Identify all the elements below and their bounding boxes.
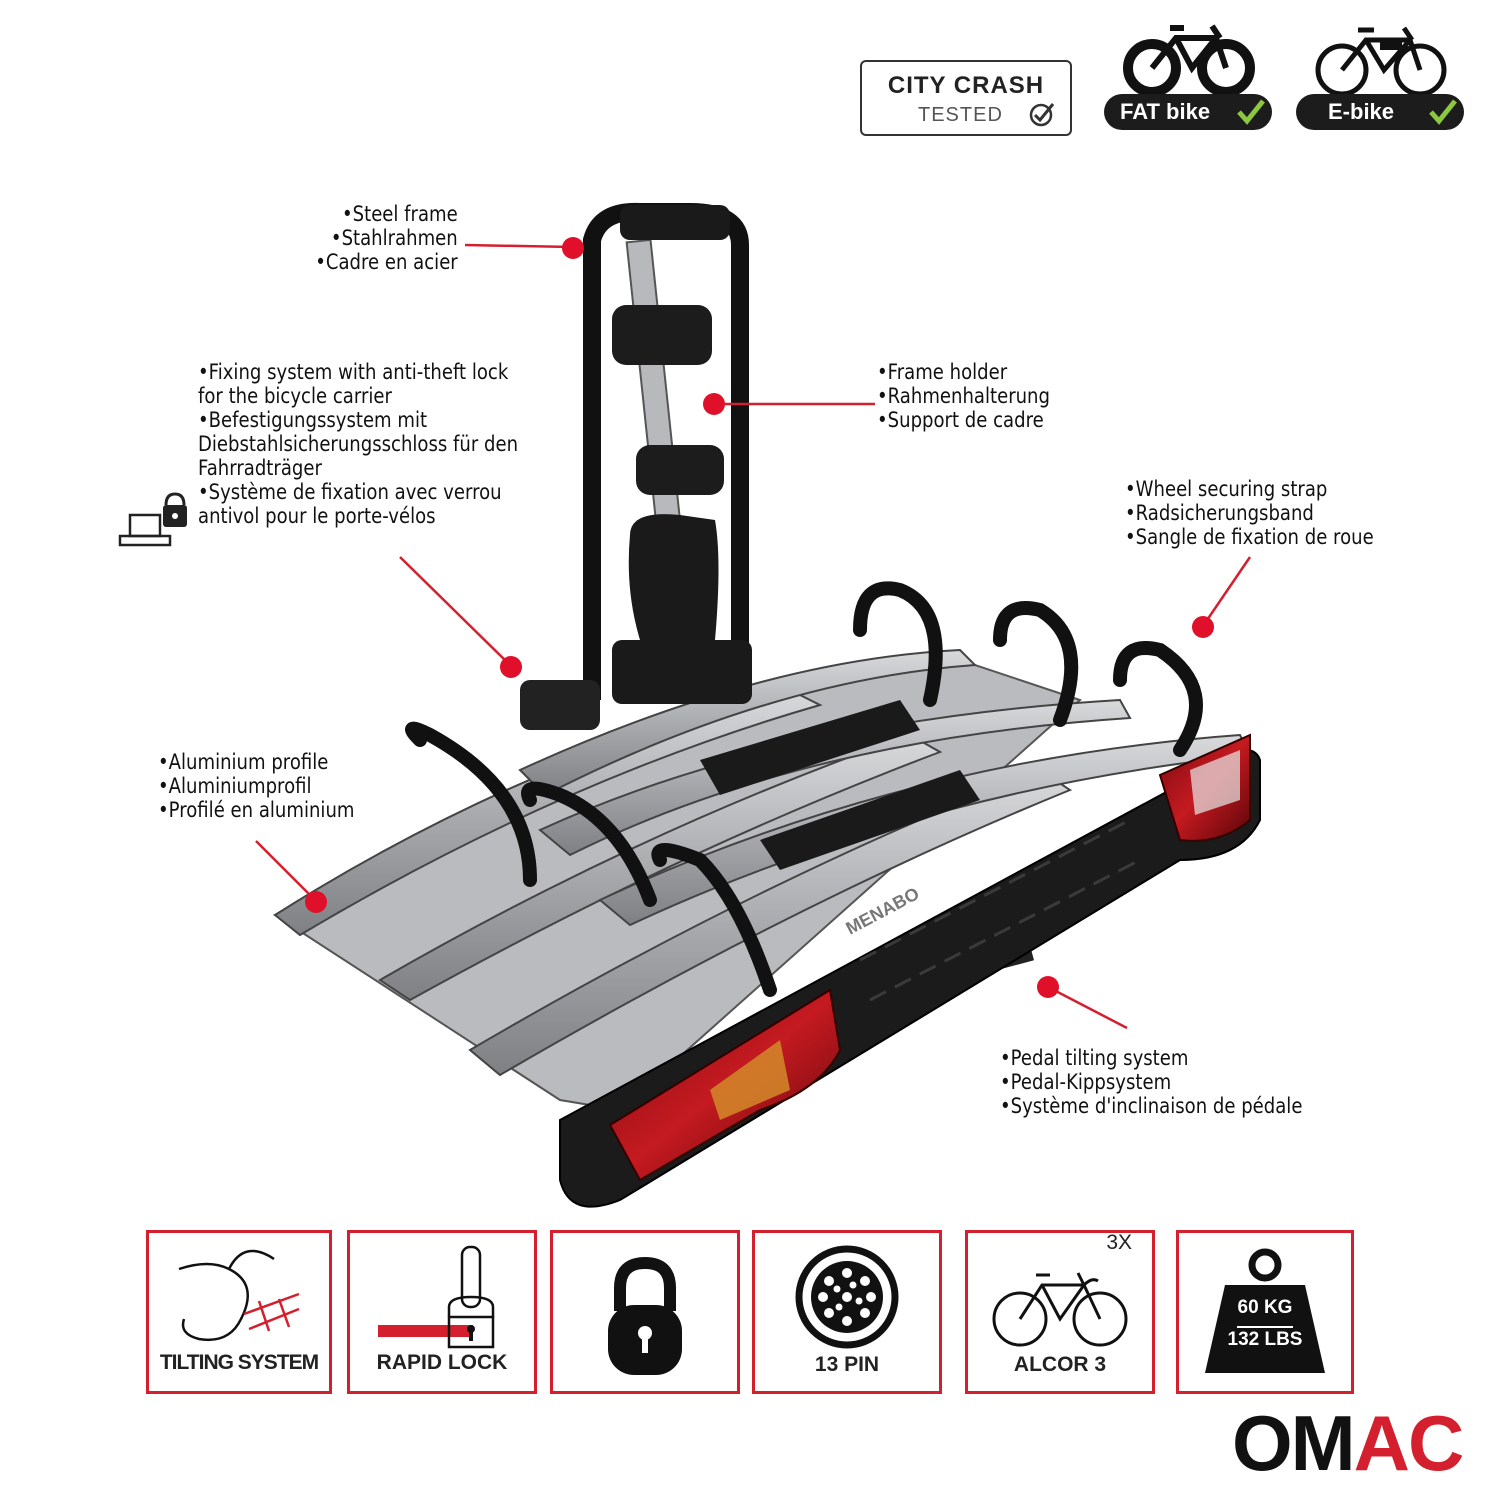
rapid-lock-icon [378, 1245, 495, 1349]
steel-frame [520, 202, 752, 730]
city-crash-title: CITY CRASH [887, 72, 1045, 99]
check-circle-icon [1029, 103, 1055, 127]
weight-icon [1205, 1248, 1325, 1373]
feature-tilting-system: TILTING SYSTEM [146, 1230, 332, 1394]
fat-bike-pill: FAT bike [1104, 94, 1272, 130]
callout-frame-holder: •Frame holder •Rahmenhalterung •Support … [877, 360, 1050, 432]
e-bike-badge: E-bike [1296, 10, 1464, 130]
callout-line: •Sangle de fixation de roue [1125, 525, 1374, 549]
wheel-straps [405, 581, 1203, 997]
tilting-icon [178, 1249, 300, 1342]
feature-weight-capacity: 60 KG 132 LBS [1176, 1230, 1354, 1394]
anti-theft-lock-icon [118, 492, 187, 547]
city-crash-subtitle: TESTED [918, 104, 1003, 126]
padlock-icon [608, 1256, 682, 1375]
e-bike-pill: E-bike [1296, 94, 1464, 130]
callout-line: •Support de cadre [877, 408, 1044, 432]
callout-line: •Pedal-Kippsystem [1000, 1070, 1172, 1094]
checkmark-icon [1237, 99, 1265, 125]
feature-alcor-3: 3X ALCOR 3 [965, 1230, 1155, 1394]
rapid-lock-label: RAPID LOCK [376, 1351, 508, 1374]
callout-wheel-strap: •Wheel securing strap •Radsicherungsband… [1125, 477, 1374, 549]
callout-steel-frame: •Steel frame •Stahlrahmen •Cadre en acie… [315, 202, 458, 274]
callout-line: Diebstahlsicherungsschloss für den [198, 432, 519, 456]
weight-lbs: 132 LBS [1227, 1329, 1303, 1350]
callout-line: •Profilé en aluminium [158, 798, 355, 822]
alcor-3-label: ALCOR 3 [1013, 1353, 1107, 1376]
fat-bike-badge: FAT bike [1104, 10, 1272, 130]
e-bike-label: E-bike [1328, 99, 1395, 124]
callout-line: for the bicycle carrier [198, 384, 392, 408]
callout-line: Fahrradträger [198, 456, 322, 480]
weight-kg: 60 KG [1237, 1297, 1293, 1318]
fat-bike-label: FAT bike [1120, 99, 1211, 124]
callout-line: antivol pour le porte-vélos [198, 504, 436, 528]
feature-13-pin: 13 PIN [752, 1230, 942, 1394]
callout-line: •Cadre en acier [315, 250, 458, 274]
callout-line: •Aluminiumprofil [158, 774, 312, 798]
checkmark-icon [1429, 99, 1457, 125]
aluminium-platform [272, 648, 1252, 1112]
callout-fixing-system: •Fixing system with anti-theft lock for … [198, 360, 518, 528]
callout-aluminium-profile: •Aluminium profile •Aluminiumprofil •Pro… [158, 750, 354, 822]
callout-line: •Pedal tilting system [1000, 1046, 1189, 1070]
callout-line: •Rahmenhalterung [877, 384, 1050, 408]
callout-line: •Frame holder [877, 360, 1008, 384]
feature-lock [550, 1230, 740, 1394]
callout-line: •Fixing system with anti-theft lock [198, 360, 509, 384]
fat-bike-icon [1123, 24, 1255, 97]
callout-line: •Aluminium profile [158, 750, 329, 774]
13-pin-connector-icon [795, 1245, 899, 1349]
logo-part-1: OM [1232, 1399, 1356, 1487]
callout-line: •Steel frame [342, 202, 458, 226]
omac-logo: OMAC [1232, 1398, 1465, 1489]
callout-lines [255, 237, 1252, 1030]
city-crash-tested-badge: CITY CRASH TESTED [860, 60, 1072, 136]
road-bike-icon [992, 1272, 1128, 1347]
feature-rapid-lock: RAPID LOCK [347, 1230, 537, 1394]
callout-line: •Wheel securing strap [1125, 477, 1328, 501]
callout-line: •Système d'inclinaison de pédale [1000, 1094, 1303, 1118]
tilting-system-label: TILTING SYSTEM [159, 1351, 319, 1374]
13-pin-label: 13 PIN [814, 1353, 880, 1376]
logo-part-2: AC [1353, 1399, 1465, 1487]
callout-line: •Système de fixation avec verrou [198, 480, 502, 504]
rear-light-bar: MENABO [559, 733, 1261, 1208]
alcor-count: 3X [1106, 1231, 1132, 1254]
callout-line: •Radsicherungsband [1125, 501, 1314, 525]
callout-pedal-tilting: •Pedal tilting system •Pedal-Kippsystem … [1000, 1046, 1302, 1118]
callout-line: •Stahlrahmen [331, 226, 458, 250]
callout-line: •Befestigungssystem mit [198, 408, 428, 432]
